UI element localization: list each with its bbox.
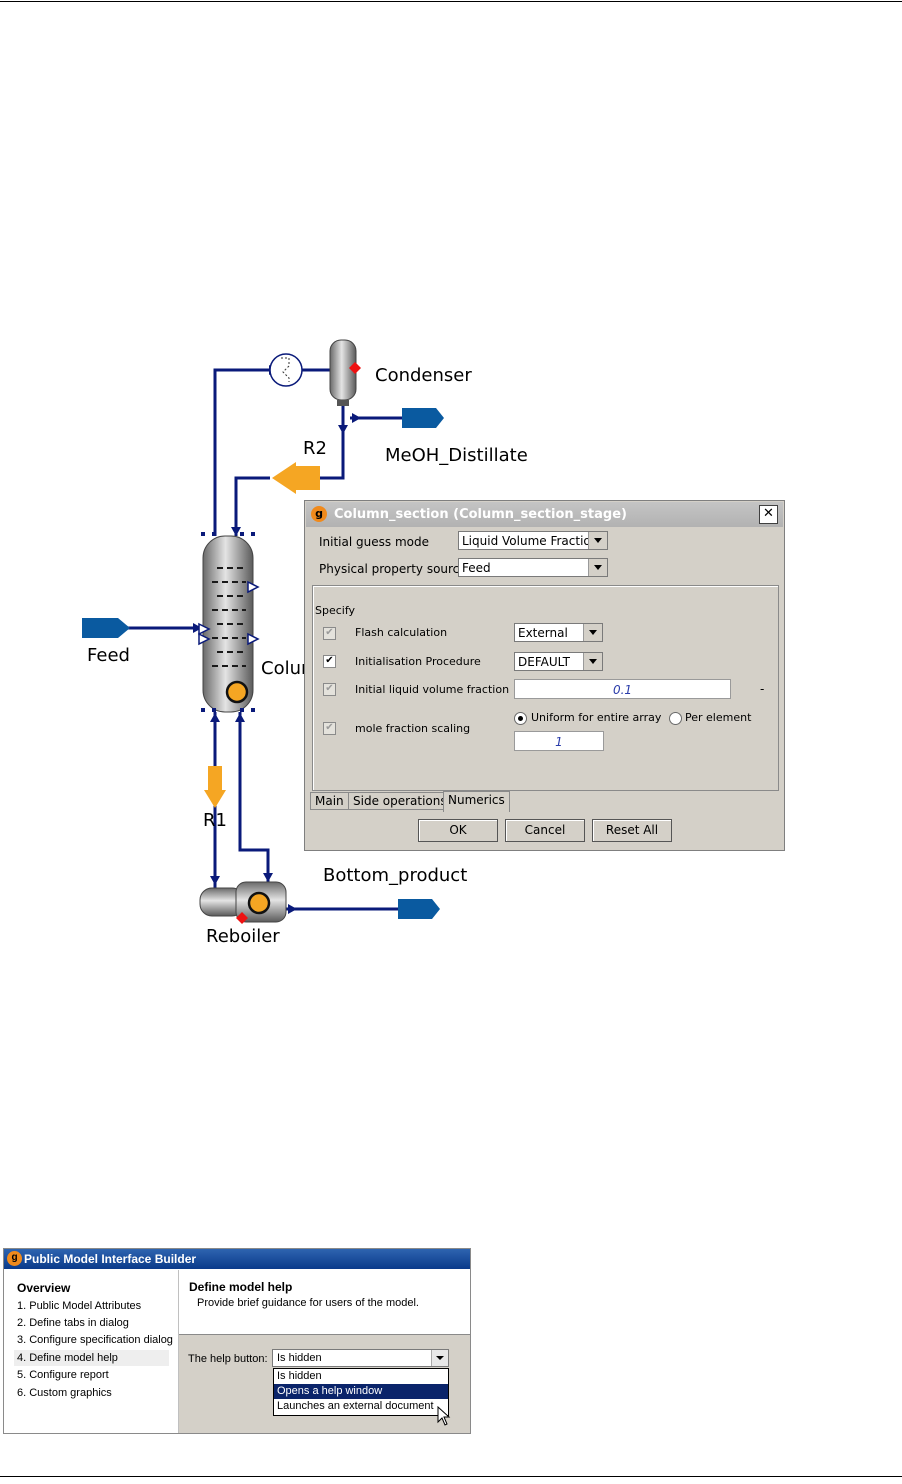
pmi-titlebar[interactable]: g Public Model Interface Builder — [4, 1249, 470, 1269]
reboiler-label: Reboiler — [206, 926, 280, 947]
option-opens-help-window[interactable]: Opens a help window — [274, 1384, 448, 1399]
property-source-select[interactable]: Feed — [458, 558, 608, 577]
chevron-down-icon[interactable] — [588, 532, 607, 549]
pmi-title: Public Model Interface Builder — [24, 1252, 197, 1266]
close-icon[interactable]: ✕ — [759, 505, 778, 524]
initial-guess-label: Initial guess mode — [319, 535, 429, 549]
dialog-titlebar[interactable]: g Column_section (Column_section_stage) … — [306, 502, 783, 527]
page-title: Define model help — [189, 1280, 293, 1294]
init-value: DEFAULT — [518, 655, 570, 669]
mole-label: mole fraction scaling — [355, 722, 471, 735]
liq-frac-unit: - — [760, 682, 765, 696]
mole-input[interactable]: 1 — [514, 731, 604, 751]
help-button-label: The help button: — [188, 1353, 268, 1365]
help-button-dropdown: Is hidden Opens a help window Launches a… — [273, 1368, 449, 1416]
dialog-title: Column_section (Column_section_stage) — [334, 507, 627, 522]
option-is-hidden[interactable]: Is hidden — [277, 1370, 322, 1382]
app-logo-icon: g — [7, 1251, 22, 1266]
reboiler-icon[interactable] — [199, 881, 287, 924]
sidebar-item-define-tabs[interactable]: 2. Define tabs in dialog — [17, 1317, 129, 1329]
liq-frac-value: 0.1 — [612, 683, 633, 697]
chevron-down-icon[interactable] — [583, 624, 602, 641]
flash-label: Flash calculation — [355, 626, 448, 639]
pmi-builder-window: g Public Model Interface Builder Overvie… — [3, 1248, 471, 1434]
recycle-r2-label: R2 — [303, 438, 327, 459]
per-element-label: Per element — [685, 711, 752, 724]
column-section-dialog: g Column_section (Column_section_stage) … — [304, 500, 785, 851]
chevron-down-icon[interactable] — [431, 1350, 448, 1366]
tab-main[interactable]: Main — [310, 792, 349, 810]
init-label: Initialisation Procedure — [355, 655, 481, 668]
condenser-exchanger-icon[interactable] — [269, 353, 303, 387]
initial-guess-value: Liquid Volume Fraction — [462, 534, 599, 548]
init-select[interactable]: DEFAULT — [514, 652, 603, 671]
pmi-main-panel: Define model help Provide brief guidance… — [179, 1270, 470, 1433]
feed-label: Feed — [87, 645, 130, 666]
mole-checkbox[interactable]: ✔ — [323, 722, 336, 735]
sidebar-item-public-model-attributes[interactable]: 1. Public Model Attributes — [17, 1300, 142, 1312]
recycle-r2-icon[interactable] — [272, 462, 320, 494]
recycle-r1-label: R1 — [203, 810, 227, 831]
liq-frac-input[interactable]: 0.1 — [514, 679, 731, 699]
distillate-label: MeOH_Distillate — [385, 445, 528, 466]
per-element-radio[interactable] — [669, 712, 682, 725]
mole-value: 1 — [555, 735, 563, 749]
bottom-port-icon[interactable] — [398, 899, 440, 919]
condenser-label: Condenser — [375, 365, 472, 386]
uniform-label: Uniform for entire array — [531, 711, 662, 724]
condenser-icon[interactable] — [329, 339, 361, 406]
option-launches-external-document[interactable]: Launches an external document — [277, 1400, 434, 1412]
property-source-label: Physical property source — [319, 562, 467, 576]
recycle-r1-icon[interactable] — [204, 766, 226, 808]
help-button-select[interactable]: Is hidden — [272, 1349, 449, 1367]
property-source-value: Feed — [462, 561, 491, 575]
initial-guess-select[interactable]: Liquid Volume Fraction — [458, 531, 608, 550]
pmi-sidebar: Overview 1. Public Model Attributes 2. D… — [4, 1270, 179, 1433]
cancel-button[interactable]: Cancel — [505, 819, 585, 842]
mouse-cursor-icon — [437, 1406, 451, 1426]
tab-numerics[interactable]: Numerics — [443, 791, 510, 812]
help-button-value: Is hidden — [277, 1352, 322, 1364]
reset-all-button[interactable]: Reset All — [592, 819, 672, 842]
chevron-down-icon[interactable] — [583, 653, 602, 670]
tab-side-operations[interactable]: Side operations — [348, 792, 452, 810]
chevron-down-icon[interactable] — [588, 559, 607, 576]
bottom-product-label: Bottom_product — [323, 865, 468, 886]
specify-label: Specify — [315, 604, 356, 617]
top-rule — [0, 1, 902, 2]
init-checkbox[interactable]: ✔ — [323, 655, 336, 668]
flash-checkbox[interactable]: ✔ — [323, 627, 336, 640]
bottom-rule — [0, 1476, 902, 1477]
overview-heading[interactable]: Overview — [17, 1281, 71, 1295]
sidebar-item-custom-graphics[interactable]: 6. Custom graphics — [17, 1387, 112, 1399]
app-logo-icon: g — [311, 506, 327, 522]
column-icon[interactable] — [198, 532, 260, 713]
flash-value: External — [518, 626, 568, 640]
feed-port-icon[interactable] — [82, 618, 130, 638]
uniform-radio[interactable] — [514, 712, 527, 725]
liq-frac-label: Initial liquid volume fraction — [355, 683, 510, 696]
flash-select[interactable]: External — [514, 623, 603, 642]
liq-frac-checkbox[interactable]: ✔ — [323, 683, 336, 696]
flowsheet-canvas — [82, 339, 444, 924]
page-description: Provide brief guidance for users of the … — [197, 1297, 419, 1309]
ok-button[interactable]: OK — [418, 819, 498, 842]
sidebar-item-configure-report[interactable]: 5. Configure report — [17, 1369, 109, 1381]
pmi-header: Define model help Provide brief guidance… — [179, 1270, 470, 1335]
sidebar-item-define-model-help[interactable]: 4. Define model help — [14, 1350, 169, 1366]
distillate-port-icon[interactable] — [402, 408, 444, 428]
specify-group — [312, 585, 779, 791]
sidebar-item-configure-spec-dialog[interactable]: 3. Configure specification dialog — [17, 1334, 173, 1346]
